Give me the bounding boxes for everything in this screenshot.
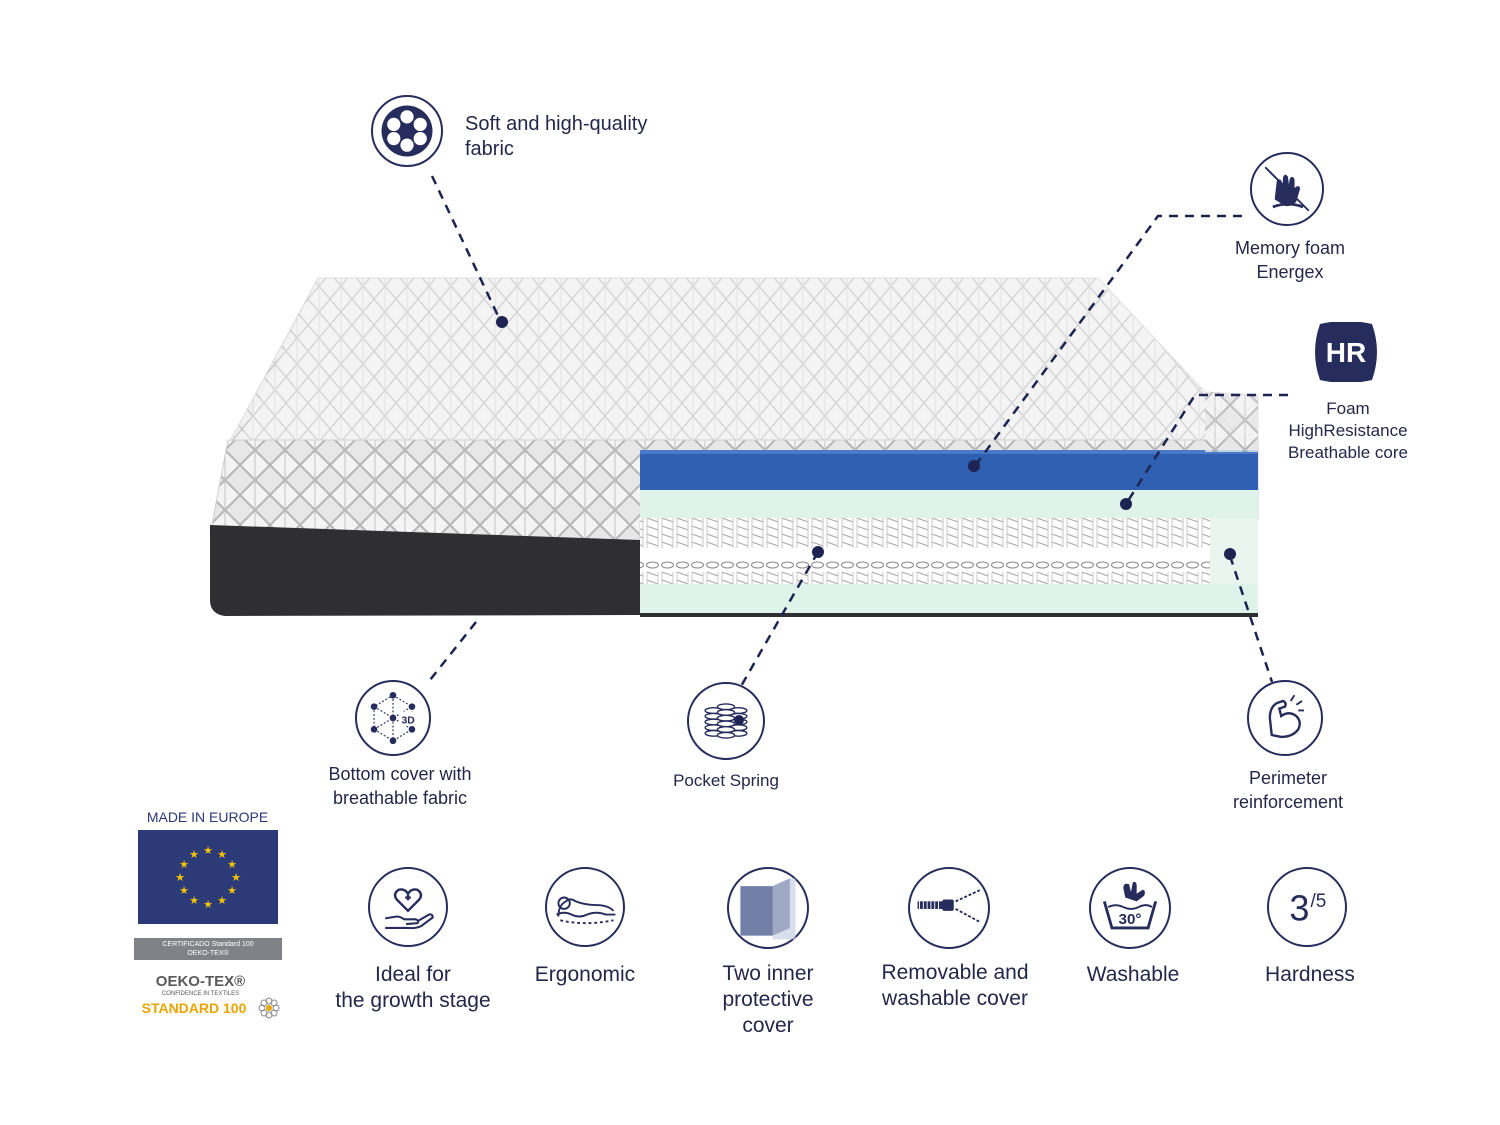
memory-foam-marker [968, 460, 980, 472]
eu-flag-icon: ★★★★ ★★★★ ★★★★ [138, 830, 278, 924]
fabric-marker [496, 316, 508, 328]
growth-stage-label: Ideal for the growth stage [335, 963, 491, 1012]
svg-text:★: ★ [179, 884, 189, 897]
svg-text:★: ★ [231, 871, 241, 884]
hr-badge-icon: HR [1310, 321, 1382, 383]
hr-badge-text: HR [1326, 337, 1366, 368]
washable-label: Washable [1086, 963, 1180, 986]
two-inner-cover-label: Two inner protective cover [722, 962, 814, 1037]
strong-arm-icon [1247, 680, 1323, 756]
oeko-tex-standard: STANDARD 100 [141, 1000, 247, 1016]
body-contour-icon [545, 867, 625, 947]
svg-text:★: ★ [175, 871, 185, 884]
svg-text:★: ★ [227, 858, 237, 871]
fabric-label: Soft and high-quality fabric [465, 113, 648, 160]
svg-text:★: ★ [227, 884, 237, 897]
3d-badge-text: 3D [402, 716, 416, 727]
svg-text:★: ★ [217, 894, 227, 907]
wash-temp-text: 30° [1119, 911, 1142, 928]
hardness-rating-max: /5 [1310, 891, 1326, 912]
hardness-rating-icon: 3 /5 [1267, 867, 1347, 947]
perimeter-marker [1224, 548, 1236, 560]
oeko-tex-title: OEKO-TEX® [155, 973, 246, 990]
made-in-europe-label: MADE IN EUROPE [146, 809, 269, 825]
hr-foam-label: Foam HighResistance Breathable core [1287, 399, 1409, 462]
oeko-tex-flower-icon [256, 995, 282, 1021]
svg-text:★: ★ [203, 844, 213, 857]
bottom-cover-label: Bottom cover with breathable fabric [328, 764, 472, 808]
zipper-icon [908, 867, 990, 949]
perimeter-label: Perimeter reinforcement [1232, 768, 1344, 812]
svg-text:★: ★ [179, 858, 189, 871]
hand-press-icon [1250, 152, 1324, 226]
svg-text:★: ★ [217, 848, 227, 861]
springs-icon [687, 682, 765, 760]
pocket-spring-line-dot [734, 715, 744, 725]
certification-ribbon: CERTIFICADO Standard 100 OEKO-TEX® [134, 938, 282, 960]
layered-cover-icon [727, 867, 809, 949]
hardness-label: Hardness [1265, 963, 1355, 986]
svg-text:★: ★ [189, 894, 199, 907]
fabric-dots-icon [371, 95, 443, 167]
heart-hand-icon [368, 867, 448, 947]
svg-text:★: ★ [203, 898, 213, 911]
hardness-rating: 3 [1289, 887, 1309, 928]
removable-cover-label: Removable and washable cover [881, 961, 1029, 1010]
pocket-spring-marker [812, 546, 824, 558]
ergonomic-label: Ergonomic [534, 963, 636, 986]
svg-text:★: ★ [189, 848, 199, 861]
hr-foam-marker [1120, 498, 1132, 510]
wash-30-icon: 30° [1089, 867, 1171, 949]
3d-mesh-icon: 3D [355, 680, 431, 756]
memory-foam-label: Memory foam Energex [1234, 238, 1346, 282]
oeko-tex-tagline: CONFIDENCE IN TEXTILES [161, 991, 240, 997]
pocket-spring-label: Pocket Spring [673, 771, 779, 790]
